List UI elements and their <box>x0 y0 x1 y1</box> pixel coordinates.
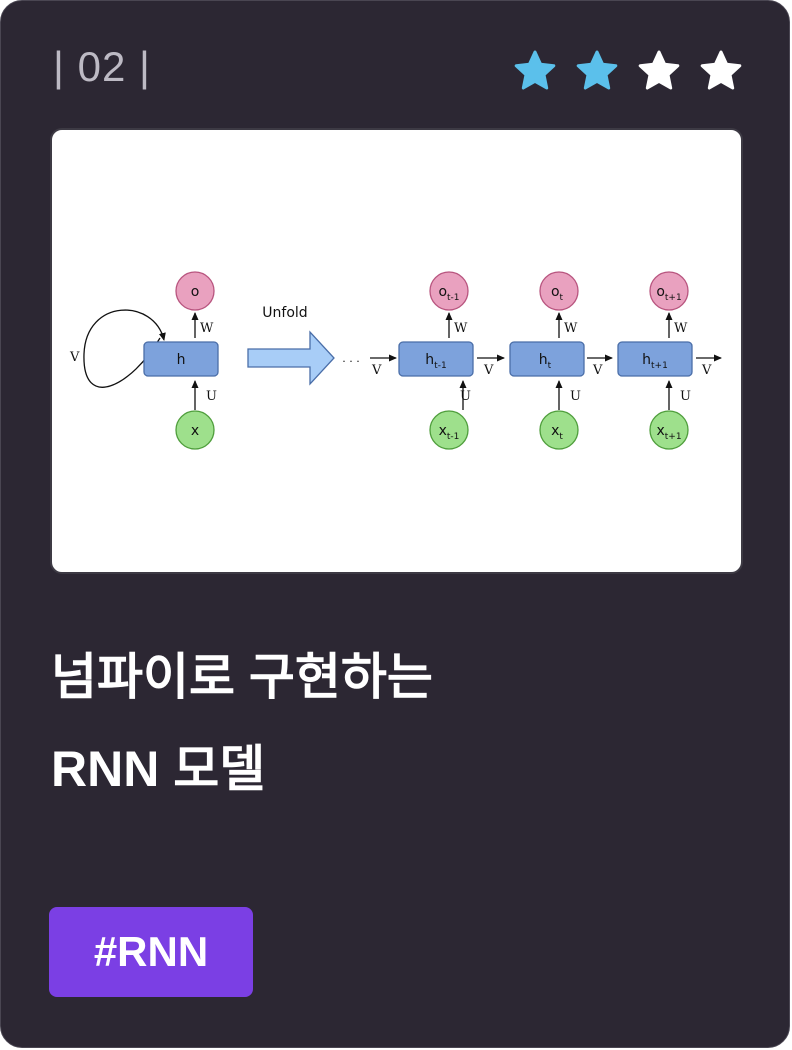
rolled-input-node <box>175 410 215 450</box>
timestep-t: ot W ht U xt V <box>509 271 613 450</box>
hidden-label: ht <box>539 352 552 371</box>
tag-badge[interactable]: #RNN <box>49 907 253 997</box>
weight-w: W <box>674 321 688 336</box>
output-label: ot <box>551 284 564 303</box>
weight-v: V <box>592 363 603 378</box>
recurrent-loop-arrow <box>83 309 166 388</box>
star-icon <box>576 50 618 90</box>
hidden-node <box>398 341 474 377</box>
input-node <box>429 410 469 450</box>
rolled-weight-w: W <box>200 321 214 336</box>
rolled-rnn: V o W h U x <box>69 271 219 450</box>
incoming-weight-v: V <box>371 363 382 378</box>
hidden-node <box>509 341 585 377</box>
output-node <box>539 271 579 311</box>
rolled-hidden-node <box>143 341 219 377</box>
rolled-output-node <box>175 271 215 311</box>
star-icon <box>700 50 742 90</box>
output-label: ot-1 <box>438 284 459 303</box>
rolled-output-label: o <box>191 284 200 300</box>
star-shape <box>576 50 618 90</box>
input-label: xt-1 <box>439 423 460 442</box>
input-label: xt+1 <box>656 423 681 442</box>
output-node <box>429 271 469 311</box>
star-shape <box>638 50 680 90</box>
input-node <box>649 410 689 450</box>
output-node <box>649 271 689 311</box>
hidden-node <box>617 341 693 377</box>
weight-u: U <box>460 389 471 404</box>
timestep-t-minus-1: ot-1 W ht-1 U xt-1 V <box>398 271 505 450</box>
ellipsis: · · · <box>342 355 359 368</box>
rnn-diagram-figure: V o W h U x Unfold · · · V <box>50 128 743 574</box>
star-icon <box>514 50 556 90</box>
rolled-input-label: x <box>191 423 199 439</box>
difficulty-stars <box>513 49 743 93</box>
hidden-label: ht+1 <box>642 352 668 371</box>
star-shape <box>514 50 556 90</box>
weight-v: V <box>701 363 712 378</box>
input-node <box>539 410 579 450</box>
unfold-arrow: Unfold <box>247 305 335 386</box>
lesson-number: | 02 | <box>53 43 151 90</box>
timestep-t-plus-1: ot+1 W ht+1 U xt+1 V <box>617 271 722 450</box>
weight-w: W <box>454 321 468 336</box>
rolled-hidden-label: h <box>177 352 186 368</box>
hidden-label: ht-1 <box>425 352 446 371</box>
weight-v: V <box>483 363 494 378</box>
star-icon <box>638 50 680 90</box>
card-title: 넘파이로 구현하는 RNN 모델 <box>51 631 751 815</box>
weight-u: U <box>680 389 691 404</box>
output-label: ot+1 <box>656 284 681 303</box>
title-line-2: RNN 모델 <box>51 741 266 797</box>
weight-u: U <box>570 389 581 404</box>
rolled-weight-u: U <box>206 389 217 404</box>
title-line-1: 넘파이로 구현하는 <box>51 649 433 705</box>
rolled-weight-v: V <box>69 350 80 365</box>
weight-w: W <box>564 321 578 336</box>
input-label: xt <box>551 423 563 442</box>
star-shape <box>700 50 742 90</box>
unfold-label: Unfold <box>262 305 307 321</box>
rnn-diagram: V o W h U x Unfold · · · V <box>69 271 722 450</box>
unfold-arrow-shape <box>247 330 335 386</box>
